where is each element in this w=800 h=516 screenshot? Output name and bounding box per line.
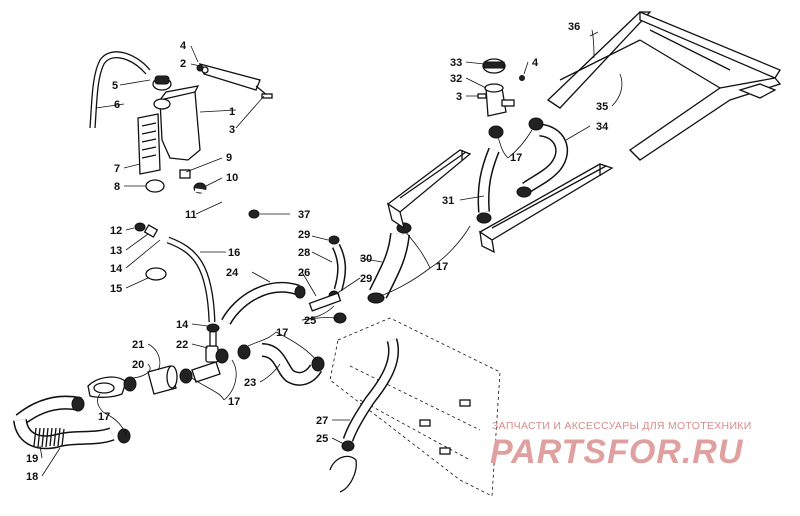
filler-neck — [482, 58, 515, 117]
watermark-tagline: ЗАПЧАСТИ И АКСЕССУАРЫ ДЛЯ МОТОТЕХНИКИ — [492, 420, 752, 432]
bleed-tee — [308, 292, 347, 324]
clamp — [367, 292, 385, 304]
callout-4: 4 — [180, 40, 187, 52]
callout-29a: 29 — [298, 229, 310, 241]
clamp — [237, 344, 251, 360]
callout-4b: 4 — [532, 57, 539, 69]
callout-3: 3 — [229, 124, 235, 136]
clamp — [516, 186, 532, 198]
callout-32: 32 — [450, 73, 462, 85]
clamp — [117, 428, 131, 444]
callout-34: 34 — [596, 121, 609, 133]
callout-22: 22 — [176, 339, 188, 351]
overflow-hose — [89, 51, 151, 129]
clamp — [476, 212, 492, 224]
thermostat-housing — [87, 376, 127, 398]
callout-7: 7 — [114, 163, 120, 175]
screw — [477, 93, 487, 99]
callout-17a: 17 — [98, 411, 110, 423]
tunnel-panel — [329, 317, 501, 497]
nut — [196, 64, 204, 72]
clamp — [145, 179, 165, 193]
clamp — [311, 356, 325, 372]
clamp — [179, 368, 193, 384]
engine-fitting — [329, 455, 357, 493]
callout-10: 10 — [226, 172, 238, 184]
callout-17b: 17 — [228, 396, 240, 408]
callout-23: 23 — [244, 377, 256, 389]
right-heat-exchanger — [478, 163, 614, 254]
callout-17d: 17 — [436, 261, 448, 273]
connector-pipe — [191, 361, 221, 383]
callout-36: 36 — [568, 21, 580, 33]
flex-hose — [13, 395, 115, 450]
clamp — [123, 376, 137, 392]
callout-35: 35 — [596, 101, 608, 113]
callout-20: 20 — [132, 359, 144, 371]
clamp — [341, 440, 355, 452]
clamp — [215, 348, 229, 364]
callout-37: 37 — [298, 209, 310, 221]
clamp — [328, 235, 340, 245]
callout-14: 14 — [110, 263, 123, 275]
hose-21 — [147, 365, 178, 395]
callout-26: 26 — [298, 267, 310, 279]
clamp — [71, 396, 85, 412]
callout-14b: 14 — [176, 319, 189, 331]
callout-18: 18 — [26, 471, 38, 483]
callout-11: 11 — [185, 209, 197, 221]
reservoir-bracket — [198, 63, 269, 97]
callout-17c: 17 — [276, 327, 288, 339]
leader-lines — [39, 29, 623, 477]
callout-31: 31 — [442, 195, 454, 207]
callout-17e: 17 — [510, 152, 522, 164]
overflow-hose-outline — [94, 57, 147, 129]
callout-13: 13 — [110, 245, 122, 257]
callout-16: 16 — [228, 247, 240, 259]
coolant-reservoir — [152, 75, 201, 161]
callout-3b: 3 — [456, 91, 462, 103]
callout-29b: 29 — [360, 273, 372, 285]
reservoir-decal — [137, 113, 161, 175]
heat-exchanger-frame — [546, 11, 782, 161]
callout-9: 9 — [226, 152, 232, 164]
callout-15: 15 — [110, 283, 122, 295]
watermark-logo: PARTSFOR.RU — [490, 433, 744, 471]
callout-21: 21 — [132, 339, 144, 351]
callout-30: 30 — [360, 253, 372, 265]
callout-1: 1 — [229, 106, 235, 118]
callout-5: 5 — [112, 80, 118, 92]
callout-33: 33 — [450, 57, 462, 69]
callout-25a: 25 — [304, 315, 316, 327]
callout-2: 2 — [180, 58, 186, 70]
clamp — [528, 117, 544, 131]
clamp — [488, 125, 504, 139]
nut — [519, 75, 525, 81]
callout-6: 6 — [114, 99, 120, 111]
callout-19: 19 — [26, 453, 38, 465]
hose-clamp — [248, 209, 260, 219]
clamp — [206, 323, 220, 333]
callout-8: 8 — [114, 181, 120, 193]
left-heat-exchanger — [386, 149, 472, 230]
callout-24: 24 — [226, 267, 239, 279]
spring-clamp — [145, 267, 167, 281]
callout-labels: 1 2 3 4 5 6 7 8 9 10 11 12 13 14 15 16 1… — [26, 21, 609, 483]
screw — [261, 93, 273, 99]
callout-28: 28 — [298, 247, 310, 259]
bleed-fitting — [134, 222, 159, 238]
clamp — [294, 285, 306, 299]
callout-27: 27 — [316, 415, 328, 427]
callout-12: 12 — [110, 225, 122, 237]
callout-25b: 25 — [316, 433, 328, 445]
